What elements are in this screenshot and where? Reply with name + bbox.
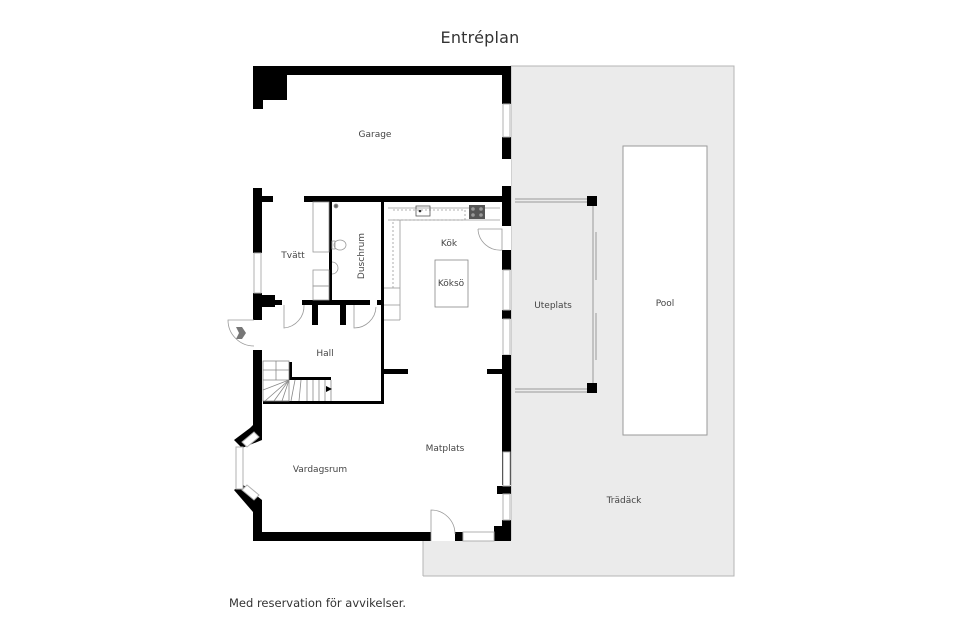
room-label-tradack: Trädäck <box>606 496 643 506</box>
room-label-tvatt: Tvätt <box>280 251 305 261</box>
room-label-kokso: Köksö <box>438 279 465 289</box>
windows <box>235 103 511 542</box>
disclaimer-text: Med reservation för avvikelser. <box>229 596 407 610</box>
stove-icon <box>469 205 485 219</box>
interior-walls <box>262 202 511 404</box>
fixtures <box>312 201 500 321</box>
room-label-pool: Pool <box>656 299 675 309</box>
toilet-icon <box>333 239 347 251</box>
room-label-duschrum: Duschrum <box>357 233 367 279</box>
patio-outline <box>512 196 597 393</box>
room-label-hall: Hall <box>316 349 333 359</box>
kitchen-island <box>434 259 469 308</box>
room-label-vardagsrum: Vardagsrum <box>293 465 347 475</box>
room-label-matplats: Matplats <box>426 444 465 454</box>
pool <box>622 145 708 436</box>
entrance-arrow-icon <box>236 327 246 339</box>
floor-plan-title: Entréplan <box>440 28 520 47</box>
doors <box>227 228 503 541</box>
washbasin-icon <box>331 261 339 275</box>
staircase-icon <box>262 360 332 402</box>
room-label-kok: Kök <box>441 239 458 249</box>
room-label-uteplats: Uteplats <box>534 301 572 311</box>
room-label-garage: Garage <box>359 130 392 140</box>
sink-icon <box>415 205 431 217</box>
